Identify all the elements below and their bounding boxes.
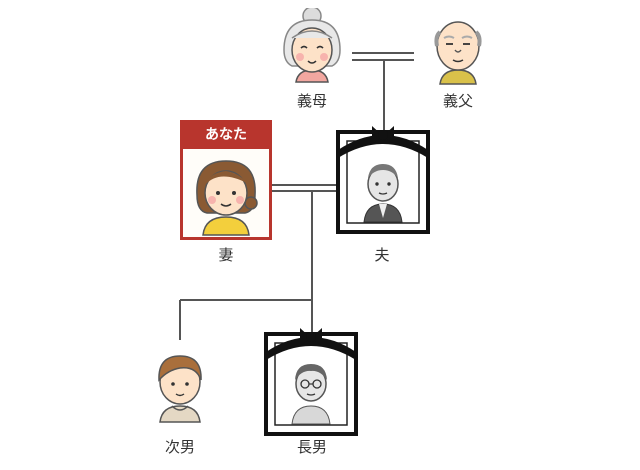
grandfather-avatar-icon bbox=[434, 21, 482, 85]
wife-label: 妻 bbox=[218, 246, 234, 264]
you-highlight-box: あなた bbox=[180, 120, 272, 240]
husband-label: 夫 bbox=[374, 246, 390, 264]
mother-in-law-label: 義母 bbox=[296, 92, 327, 110]
mourning-ribbon-icon bbox=[266, 328, 356, 360]
second-son-label: 次男 bbox=[164, 438, 195, 456]
eldest-son-label: 長男 bbox=[296, 438, 327, 456]
grandmother-avatar-icon bbox=[283, 8, 341, 83]
mourning-ribbon-icon bbox=[338, 126, 428, 158]
you-badge: あなた bbox=[183, 123, 269, 149]
young-man-avatar-icon bbox=[158, 355, 202, 423]
father-in-law-label: 義父 bbox=[442, 92, 473, 110]
deceased-man-portrait-icon bbox=[336, 126, 430, 234]
deceased-young-man-portrait-icon bbox=[264, 328, 358, 436]
woman-avatar-icon bbox=[196, 160, 258, 236]
